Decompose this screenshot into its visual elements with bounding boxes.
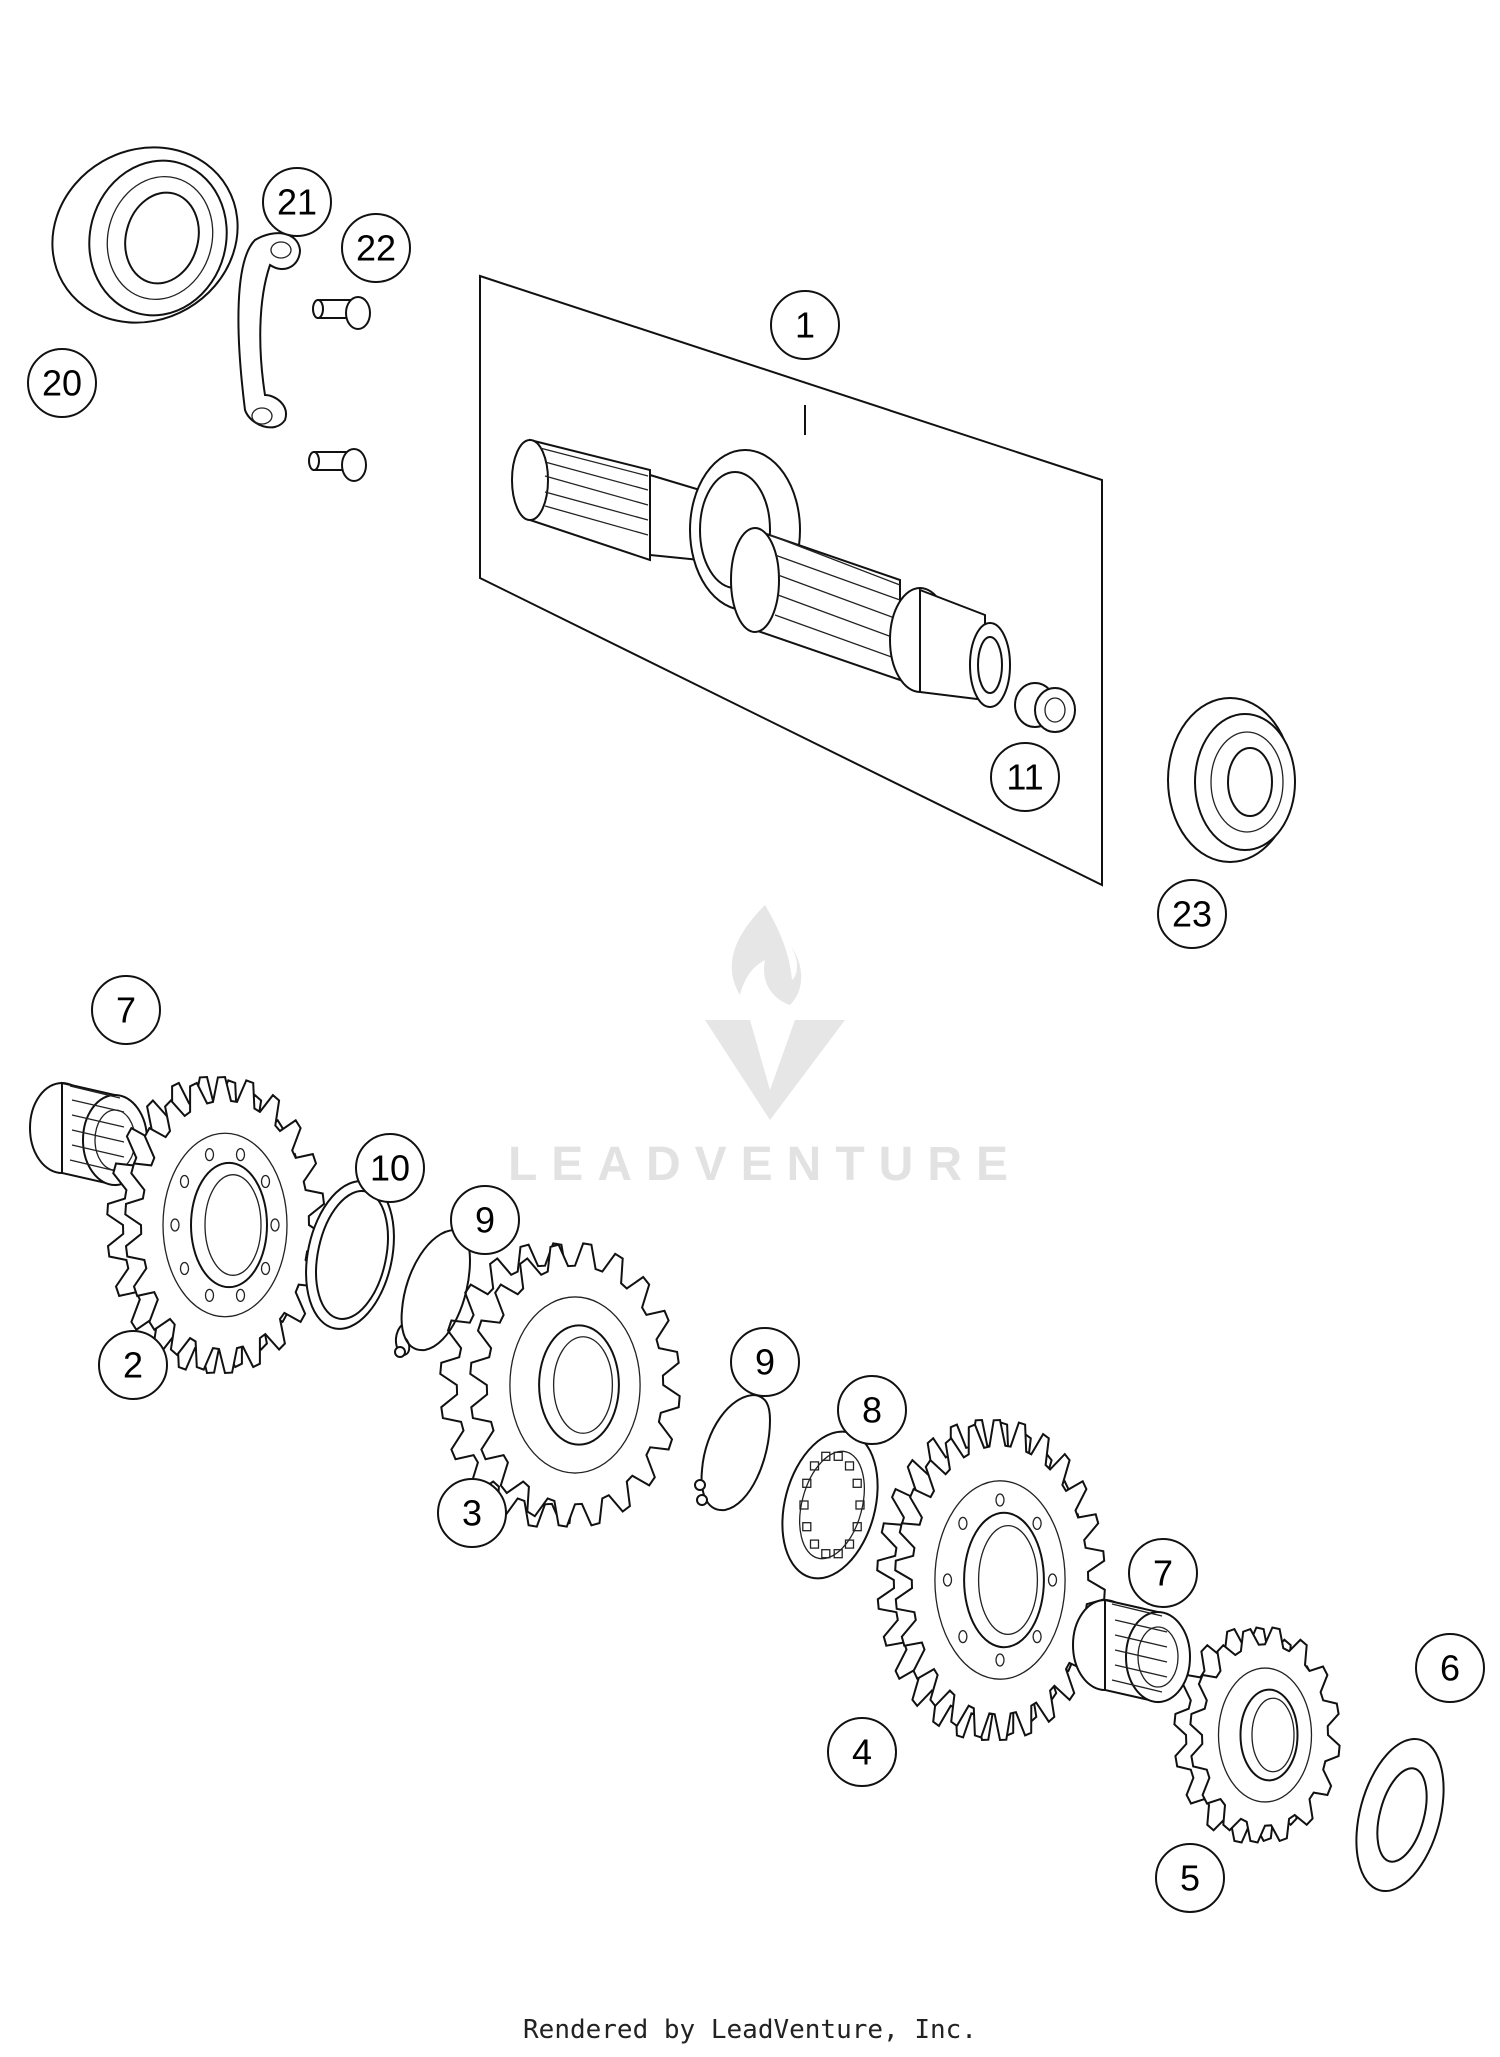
callout-21[interactable]: 21 (262, 167, 332, 237)
part-11-needle-bearing (1014, 682, 1076, 733)
callout-7-a-label: 7 (116, 990, 136, 1031)
callout-9-b-label: 9 (755, 1342, 775, 1383)
callout-8-label: 8 (862, 1390, 882, 1431)
callout-22[interactable]: 22 (341, 213, 411, 283)
part-7-needle-bearing-b (1072, 1598, 1191, 1704)
callout-7-b[interactable]: 7 (1128, 1538, 1198, 1608)
callout-20-label: 20 (42, 363, 82, 404)
callout-2[interactable]: 2 (98, 1330, 168, 1400)
part-22-screws (308, 296, 371, 482)
callout-10-label: 10 (370, 1148, 410, 1189)
callout-23-label: 23 (1172, 894, 1212, 935)
callout-7-b-label: 7 (1153, 1553, 1173, 1594)
shaft-assembly-frame (479, 274, 1103, 887)
leadventure-watermark: LEADVENTURE (508, 905, 1022, 1191)
part-21-retaining-plate (237, 232, 302, 429)
part-2-gear (106, 1075, 326, 1375)
callout-4-label: 4 (852, 1732, 872, 1773)
callout-9-a[interactable]: 9 (450, 1185, 520, 1255)
callout-23[interactable]: 23 (1157, 879, 1227, 949)
callout-6[interactable]: 6 (1415, 1633, 1485, 1703)
callout-20[interactable]: 20 (27, 348, 97, 418)
part-20-bearing (51, 146, 239, 324)
part-9-circlip-b (694, 1393, 772, 1512)
callout-21-label: 21 (277, 182, 317, 223)
callout-6-label: 6 (1440, 1648, 1460, 1689)
callout-5-label: 5 (1180, 1858, 1200, 1899)
part-1-main-shaft (511, 438, 1011, 708)
callout-4[interactable]: 4 (827, 1717, 897, 1787)
callout-5[interactable]: 5 (1155, 1843, 1225, 1913)
callout-3[interactable]: 3 (437, 1478, 507, 1548)
callout-1[interactable]: 1 (770, 290, 840, 360)
callout-9-b[interactable]: 9 (730, 1327, 800, 1397)
watermark-text: LEADVENTURE (508, 1138, 1022, 1191)
callout-labels: 1 2 3 4 5 6 7 7 8 9 9 10 11 20 21 22 23 (27, 167, 1485, 1913)
callout-2-label: 2 (123, 1345, 143, 1386)
callout-11-label: 11 (1006, 757, 1043, 798)
callout-8[interactable]: 8 (837, 1375, 907, 1445)
part-4-gear (876, 1418, 1106, 1742)
callout-10[interactable]: 10 (355, 1133, 425, 1203)
part-5-gear (1173, 1626, 1341, 1844)
leadventure-logo-icon (705, 905, 845, 1120)
callout-3-label: 3 (462, 1493, 482, 1534)
footer-credit: Rendered by LeadVenture, Inc. (523, 2015, 977, 2045)
callout-7-a[interactable]: 7 (91, 975, 161, 1045)
part-8-lock-washer (781, 1430, 879, 1580)
part-10-thrust-washer (305, 1180, 395, 1330)
part-6-thrust-washer (1355, 1737, 1445, 1893)
part-7-needle-bearing-a (29, 1081, 148, 1187)
callout-1-label: 1 (795, 305, 815, 346)
part-3-gear (439, 1242, 681, 1528)
callout-9-a-label: 9 (475, 1200, 495, 1241)
part-23-bearing (1167, 697, 1296, 863)
callout-11[interactable]: 11 (990, 742, 1060, 812)
callout-22-label: 22 (356, 228, 396, 269)
